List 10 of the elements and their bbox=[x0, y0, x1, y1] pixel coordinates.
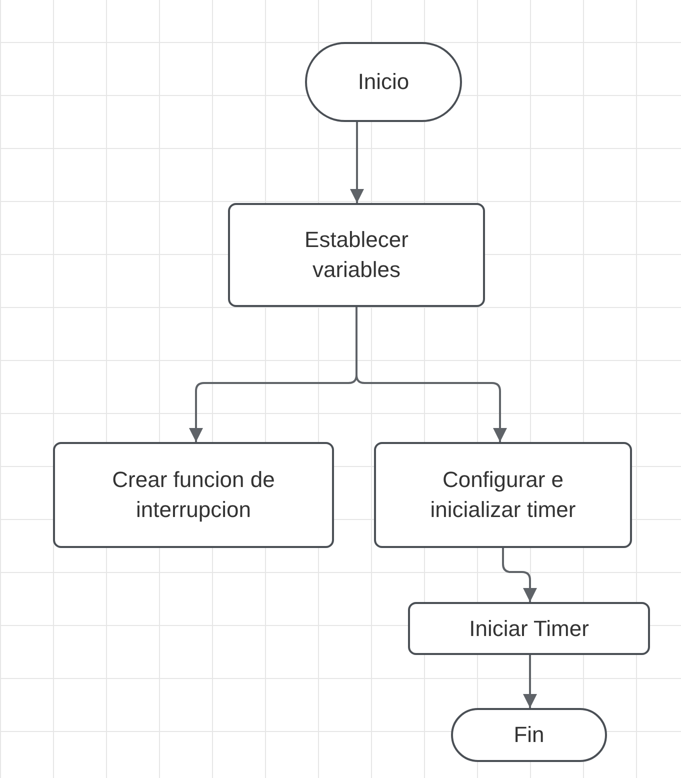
arrow bbox=[523, 655, 537, 708]
process-box: Configurar e inicializar timer bbox=[374, 442, 632, 548]
process-box: Iniciar Timer bbox=[408, 602, 650, 655]
arrow bbox=[502, 548, 537, 602]
process-box: Establecer variables bbox=[228, 203, 485, 307]
terminal-pill: Fin bbox=[451, 708, 607, 762]
terminal-pill: Inicio bbox=[305, 42, 462, 122]
arrow bbox=[356, 307, 507, 442]
process-box: Crear funcion de interrupcion bbox=[53, 442, 334, 548]
arrow bbox=[350, 122, 364, 203]
